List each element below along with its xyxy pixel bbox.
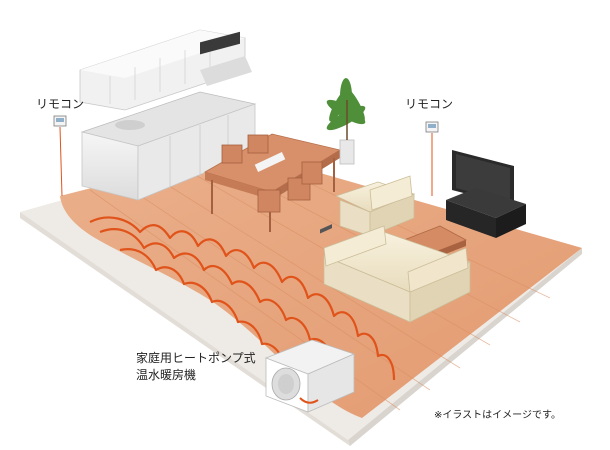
heat-pump-label: 家庭用ヒートポンプ式 温水暖房機 <box>136 350 256 384</box>
remote-controller-icon-right <box>425 121 439 196</box>
remote-right-label: リモコン <box>405 97 454 111</box>
heat-pump-unit-icon <box>264 224 356 413</box>
armchair-icon <box>334 175 416 237</box>
remote-controller-icon-left <box>53 115 67 197</box>
sofa-icon <box>322 225 472 323</box>
illustration-note: ※イラストはイメージです。 <box>434 410 561 421</box>
heat-pump-label-line1: 家庭用ヒートポンプ式 <box>136 351 256 365</box>
dining-set-icon <box>203 133 342 232</box>
tv-icon <box>446 150 526 238</box>
kitchen-icon <box>79 29 257 201</box>
remote-left-label: リモコン <box>36 97 85 111</box>
heat-pump-label-line2: 温水暖房機 <box>136 368 197 382</box>
plant-icon <box>326 78 366 165</box>
